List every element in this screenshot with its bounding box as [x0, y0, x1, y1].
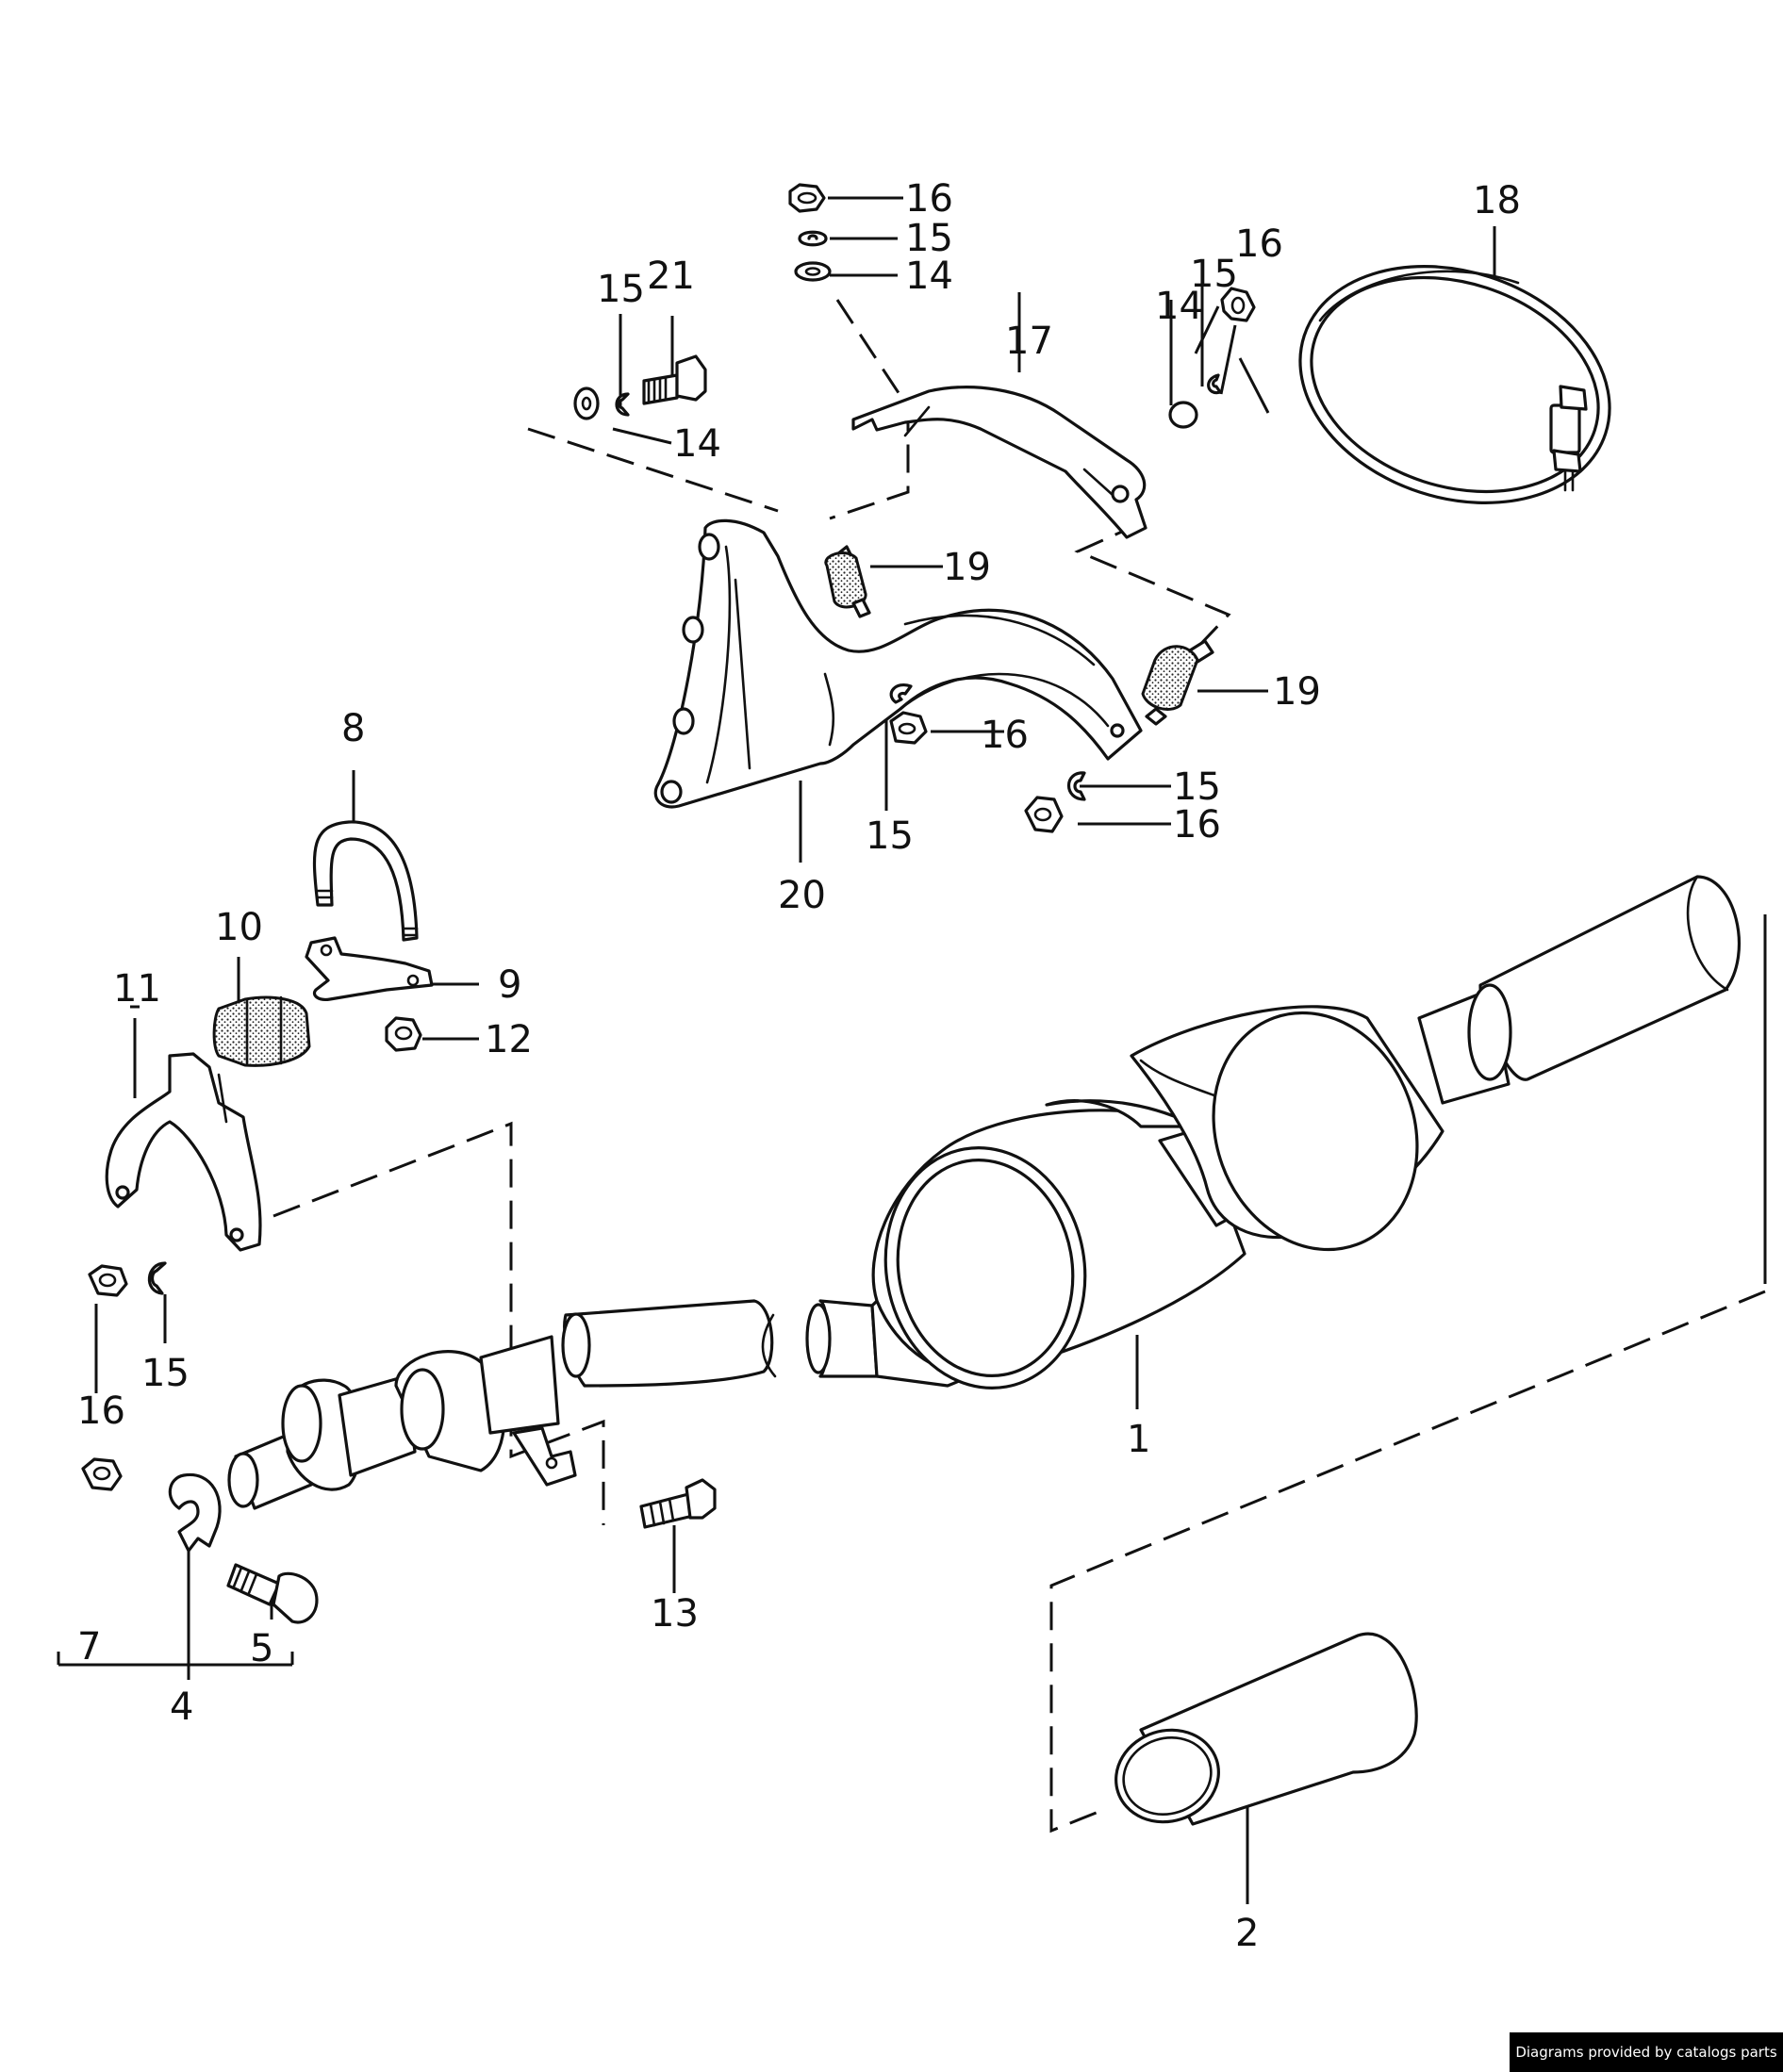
label-10: 10 — [215, 906, 263, 949]
label-16-mid: 16 — [981, 714, 1029, 757]
label-16-top: 16 — [905, 177, 953, 221]
clamp-18 — [1298, 265, 1611, 504]
nut-16-mid — [889, 711, 928, 745]
clamp-4 — [168, 1472, 222, 1553]
label-2: 2 — [1235, 1912, 1259, 1955]
label-1: 1 — [1127, 1418, 1150, 1461]
label-15-left: 15 — [597, 268, 645, 311]
label-19-upper: 19 — [943, 546, 991, 589]
clamp-plate-9 — [305, 936, 434, 1001]
rubber-mount-19-upper — [824, 545, 871, 618]
label-15-right: 15 — [1190, 253, 1238, 296]
connecting-pipe — [561, 1299, 879, 1388]
label-20: 20 — [778, 874, 826, 917]
label-14-left: 14 — [673, 422, 721, 466]
lock-washer-15-mid — [889, 683, 913, 704]
bolt-5 — [226, 1563, 319, 1624]
nut-16-low — [1024, 796, 1064, 833]
label-19-lower: 19 — [1273, 670, 1321, 714]
lock-washer-15-top — [798, 230, 828, 247]
tailpipe-tip-2 — [1114, 1632, 1418, 1826]
label-17: 17 — [1005, 320, 1053, 363]
label-15-low: 15 — [1173, 765, 1221, 809]
nut-16-top — [788, 183, 826, 213]
nut-12 — [385, 1016, 422, 1052]
lock-washer-15-left — [615, 392, 630, 417]
label-13: 13 — [651, 1592, 699, 1636]
label-11: 11 — [113, 967, 161, 1011]
label-15-top: 15 — [905, 217, 953, 260]
part-drawings — [81, 183, 1741, 1826]
label-8: 8 — [341, 707, 365, 750]
bracket-11 — [105, 1052, 262, 1252]
nut-16-left — [88, 1264, 128, 1297]
bolt-13 — [639, 1478, 717, 1529]
label-16-low: 16 — [1173, 803, 1221, 847]
label-21: 21 — [647, 255, 695, 298]
muffler-1 — [870, 875, 1741, 1390]
label-4: 4 — [170, 1686, 193, 1729]
washer-14-top — [794, 261, 832, 282]
lock-washer-15-low — [1067, 771, 1086, 801]
label-18: 18 — [1473, 179, 1521, 222]
lock-washer-15-left-lower — [147, 1261, 167, 1295]
label-14-top: 14 — [905, 255, 953, 298]
label-15-left-low: 15 — [141, 1352, 190, 1395]
washer-14-left — [573, 386, 600, 420]
hanger-strap-17 — [851, 386, 1147, 539]
leader-lines — [57, 196, 1767, 1904]
label-12: 12 — [485, 1018, 533, 1061]
label-15-mid: 15 — [866, 814, 914, 858]
label-16-left: 16 — [77, 1390, 125, 1433]
washer-14-right — [1168, 401, 1198, 429]
front-pipe — [227, 1335, 577, 1510]
nut-7 — [81, 1457, 123, 1491]
bolt-21 — [642, 354, 707, 405]
callout-labels: 16 15 14 18 16 15 14 17 15 21 14 19 19 1… — [77, 177, 1521, 1955]
u-bolt-8 — [312, 820, 419, 942]
nut-16-right — [1220, 287, 1256, 322]
label-14-right: 14 — [1155, 285, 1203, 328]
bracket-20 — [653, 518, 1143, 809]
credit-banner: Diagrams provided by catalogs parts — [1510, 2032, 1783, 2072]
label-16-right: 16 — [1235, 222, 1283, 266]
rubber-mount-19-lower — [1141, 639, 1214, 726]
label-9: 9 — [498, 963, 521, 1007]
rubber-block-10 — [212, 995, 311, 1067]
label-5: 5 — [250, 1627, 273, 1670]
lock-washer-15-right — [1207, 373, 1222, 395]
label-7: 7 — [77, 1625, 101, 1669]
